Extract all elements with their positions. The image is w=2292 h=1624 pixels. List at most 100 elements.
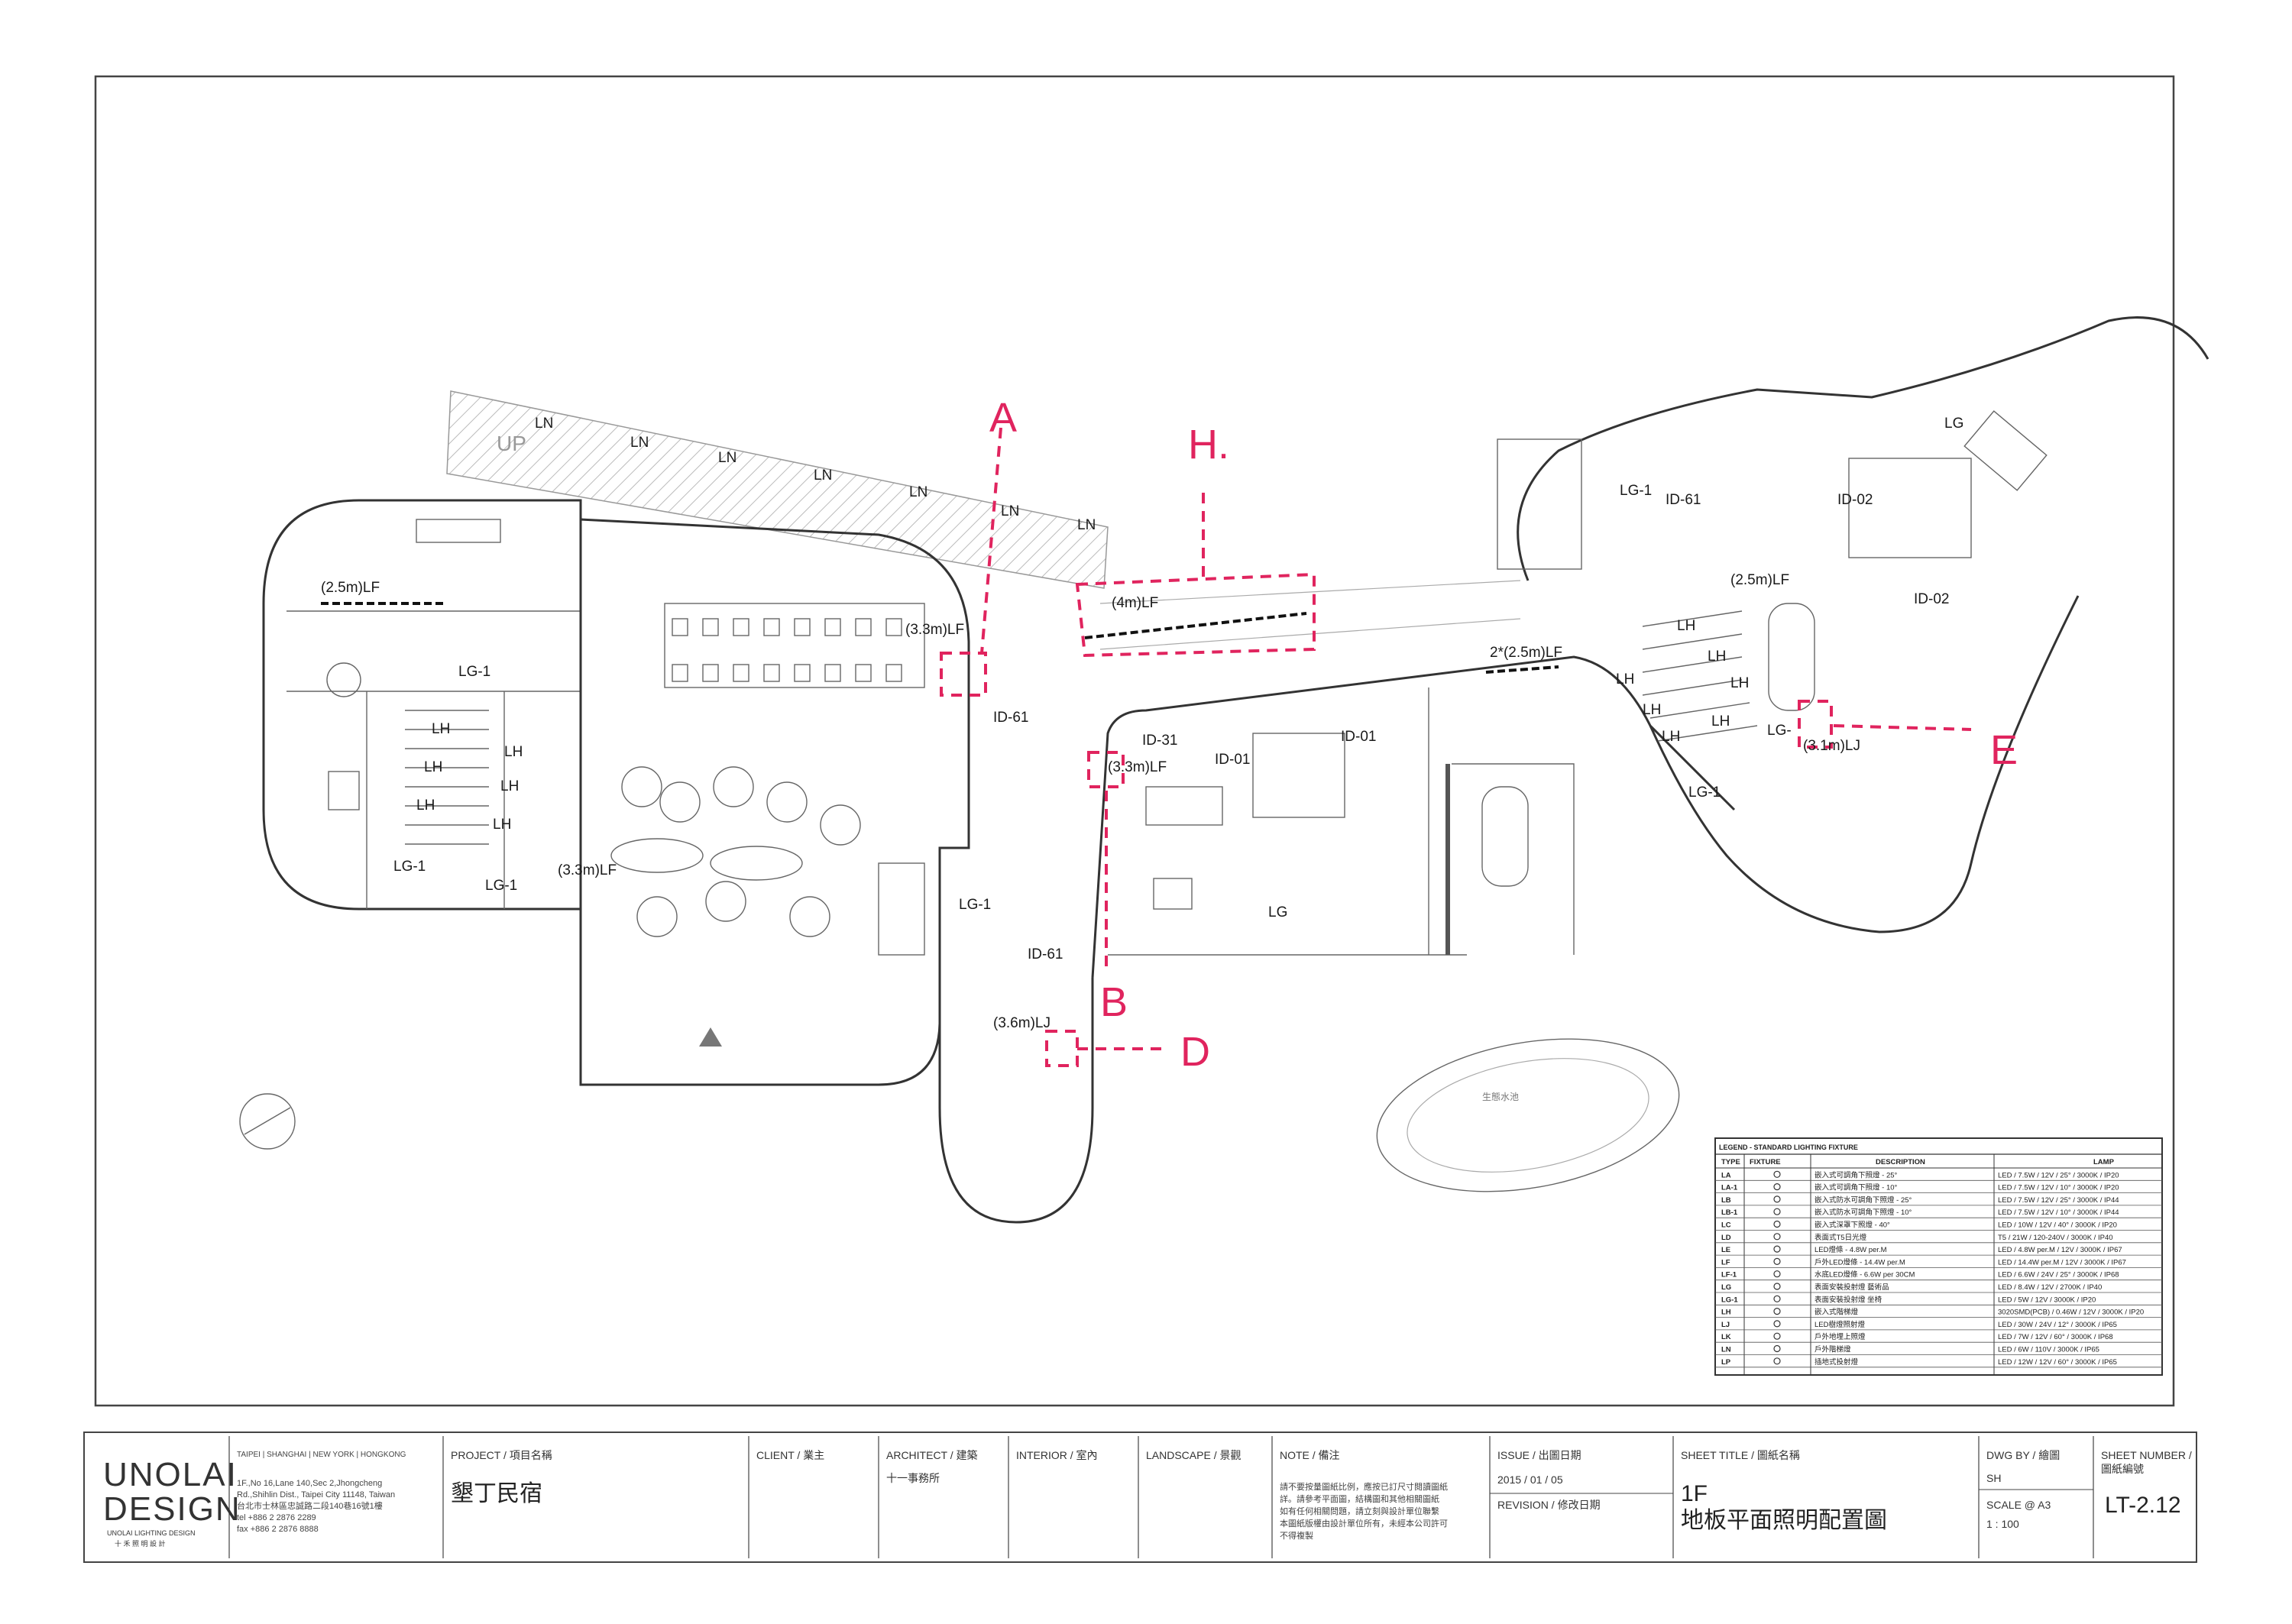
legend-lamp: LED / 10W / 12V / 40° / 3000K / IP20 bbox=[1998, 1221, 2117, 1230]
fixture-symbol-icon bbox=[1773, 1320, 1781, 1328]
lg1-label: LG-1 bbox=[1688, 785, 1721, 801]
right-bench bbox=[1963, 410, 2048, 491]
landscape-label: LANDSCAPE / 景觀 bbox=[1146, 1449, 1241, 1461]
issue-value: 2015 / 01 / 05 bbox=[1497, 1474, 1563, 1486]
dining-hall-wall bbox=[579, 518, 970, 1086]
legend-type: LC bbox=[1721, 1221, 1731, 1230]
bed bbox=[1252, 733, 1345, 818]
title-block-border bbox=[83, 1432, 2197, 1563]
lh-label: LH bbox=[1677, 618, 1695, 634]
legend-type: LD bbox=[1721, 1234, 1731, 1242]
logo-sub: UNOLAI LIGHTING DESIGN bbox=[107, 1529, 196, 1537]
note-line: 請不要按量圖紙比例，應按已訂尺寸閱讀圖紙 bbox=[1280, 1481, 1448, 1492]
marker-e-box bbox=[1798, 700, 1833, 749]
legend-lamp: LED / 7W / 12V / 60° / 3000K / IP68 bbox=[1998, 1333, 2113, 1341]
legend-lamp: LED / 7.5W / 12V / 10° / 3000K / IP20 bbox=[1998, 1184, 2119, 1192]
client-label: CLIENT / 業主 bbox=[756, 1449, 824, 1461]
legend-lamp: LED / 6.6W / 24V / 25° / 3000K / IP68 bbox=[1998, 1271, 2119, 1279]
marker-d-box bbox=[1045, 1030, 1079, 1067]
office-cities: TAIPEI | SHANGHAI | NEW YORK | HONGKONG bbox=[237, 1451, 406, 1459]
lh-label: LH bbox=[1662, 729, 1680, 745]
lh-label: LH bbox=[500, 778, 519, 794]
fixture-symbol-icon bbox=[1773, 1344, 1781, 1353]
title-block bbox=[228, 1436, 2094, 1558]
ln-label: LN bbox=[535, 416, 553, 432]
legend-type: LB-1 bbox=[1721, 1208, 1738, 1217]
legend-type: LF bbox=[1721, 1258, 1730, 1267]
revision-label: REVISION / 修改日期 bbox=[1497, 1499, 1601, 1511]
fixture-symbol-icon bbox=[1773, 1233, 1781, 1241]
lg1-label: LG-1 bbox=[959, 897, 991, 913]
lh-label: LH bbox=[1711, 713, 1730, 730]
logo-line1: UNOLAI bbox=[103, 1456, 238, 1493]
issue-label: ISSUE / 出圖日期 bbox=[1497, 1449, 1581, 1461]
legend-type: LE bbox=[1721, 1246, 1730, 1254]
fixture-symbol-icon bbox=[1773, 1220, 1781, 1228]
round-room-wall bbox=[938, 993, 1094, 1224]
lg-label: LG bbox=[1268, 904, 1287, 920]
legend-description: 嵌入式深罩下照燈 - 40° bbox=[1814, 1221, 1890, 1230]
lh-label: LH bbox=[1730, 675, 1749, 691]
note-line: 本圖紙版權由設計單位所有，未經本公司許可 bbox=[1280, 1518, 1448, 1529]
legend-table: LEGEND - STANDARD LIGHTING FIXTURE TYPE … bbox=[1714, 1137, 2163, 1376]
legend-type: LJ bbox=[1721, 1321, 1730, 1329]
fixture-symbol-icon bbox=[1773, 1283, 1781, 1290]
lh-label: LH bbox=[416, 797, 435, 814]
lf-label: (3.3m)LF bbox=[1108, 759, 1167, 775]
sideboard bbox=[878, 862, 925, 956]
address-line1: 1F.,No 16,Lane 140,Sec 2,Jhongcheng bbox=[237, 1479, 382, 1488]
legend-type: LK bbox=[1721, 1333, 1731, 1341]
fixture-symbol-icon bbox=[1773, 1195, 1781, 1203]
legend-description: 嵌入式防水可調角下照燈 - 25° bbox=[1814, 1195, 1912, 1205]
lf-label: (3.3m)LF bbox=[558, 862, 617, 878]
dwg-by-value: SH bbox=[1986, 1472, 2001, 1484]
legend-description: LED樹燈照射燈 bbox=[1814, 1320, 1865, 1329]
up-label: UP bbox=[497, 432, 526, 455]
lounge-seats bbox=[610, 766, 861, 937]
marker-e-label: E bbox=[1990, 727, 2018, 773]
eco-pond-inner bbox=[1407, 1058, 1649, 1173]
lg1-label: LG-1 bbox=[458, 664, 490, 680]
legend-type: LG bbox=[1721, 1283, 1731, 1292]
legend-description: 表面安裝投射燈 藝術品 bbox=[1814, 1283, 1889, 1292]
legend-description: 插地式投射燈 bbox=[1814, 1357, 1859, 1367]
fax-number: fax +886 2 2876 8888 bbox=[237, 1525, 319, 1534]
lh-label: LH bbox=[504, 744, 523, 760]
architect-value: 十一事務所 bbox=[886, 1472, 940, 1484]
legend-description: 水底LED燈條 - 6.6W per 30CM bbox=[1814, 1270, 1915, 1279]
ln-label: LN bbox=[1001, 503, 1019, 519]
plan-linework bbox=[239, 316, 2209, 1224]
legend-description: 嵌入式防水可調角下照燈 - 10° bbox=[1814, 1208, 1912, 1217]
bridge-lines bbox=[1099, 580, 1521, 650]
legend-description: 表面式T5日光燈 bbox=[1814, 1233, 1867, 1242]
ln-label: LN bbox=[630, 435, 649, 451]
lf-label: (2.5m)LF bbox=[321, 580, 380, 596]
sheet-title-line2: 地板平面照明配置圖 bbox=[1681, 1508, 1887, 1533]
toilet-fixture bbox=[328, 771, 360, 810]
id-label: ID-61 bbox=[1028, 946, 1063, 962]
legend-type: LN bbox=[1721, 1346, 1731, 1354]
bathtub-middle bbox=[1481, 786, 1529, 887]
lh-label: LH bbox=[1616, 671, 1634, 687]
interior-label: INTERIOR / 室內 bbox=[1016, 1449, 1098, 1461]
lg1-label: LG-1 bbox=[485, 878, 517, 894]
legend-type: LH bbox=[1721, 1309, 1731, 1317]
ln-label: LN bbox=[814, 467, 832, 484]
sheet-title-line1: 1F bbox=[1681, 1481, 1708, 1506]
legend-description: LED燈條 - 4.8W per.M bbox=[1814, 1245, 1887, 1254]
legend-type: LP bbox=[1721, 1358, 1731, 1367]
kitchen-counter bbox=[416, 519, 501, 543]
pond-label: 生態水池 bbox=[1482, 1091, 1519, 1102]
legend-header-lamp: LAMP bbox=[2093, 1158, 2115, 1166]
project-label: PROJECT / 項目名稱 bbox=[451, 1449, 552, 1461]
marker-b-box bbox=[1087, 751, 1125, 788]
legend-header-type: TYPE bbox=[1721, 1158, 1740, 1166]
bedroom-partitions bbox=[1108, 687, 1575, 956]
marker-e-line bbox=[1833, 724, 1972, 731]
marker-h-box bbox=[1075, 572, 1316, 658]
north-arrow-needle bbox=[244, 1107, 291, 1135]
armchair bbox=[1153, 878, 1193, 910]
legend-description: 嵌入式可調角下照燈 - 10° bbox=[1814, 1183, 1898, 1192]
marker-a-box bbox=[940, 652, 987, 697]
